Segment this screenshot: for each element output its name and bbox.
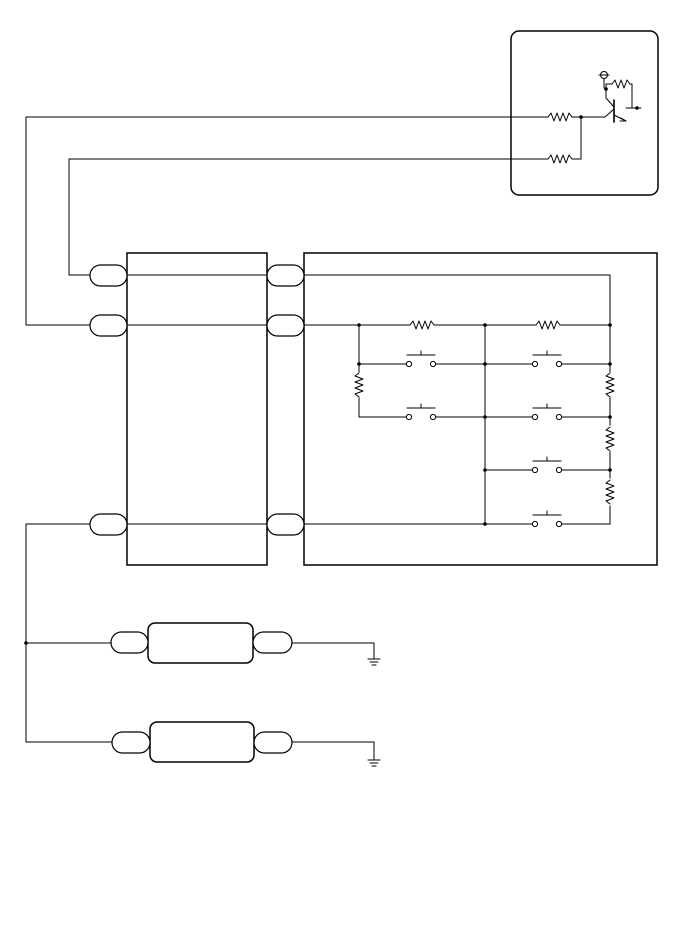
push-switch-icon [531,403,563,421]
connector-right-row-2 [266,314,305,337]
connector-inline-upper-right [252,631,293,654]
transistor-emitter-arrow [619,117,627,122]
resistor-icon [605,479,615,505]
push-switch-icon [531,510,563,528]
switch-matrix-box [303,252,658,566]
push-switch-icon [405,350,437,368]
switch-leads [396,363,572,525]
resistor-icon [409,320,435,330]
connector-left-row-3 [89,513,128,536]
push-switch-icon [405,403,437,421]
inline-module-lower [149,721,255,763]
resistor-icon [535,320,561,330]
connector-inline-upper-left [110,631,149,654]
push-switch-icon [531,350,563,368]
resistor-icon [547,154,573,164]
push-switch-icon [531,456,563,474]
interface-box [126,252,268,566]
inline-module-upper [147,622,254,664]
connector-right-row-3 [266,513,305,536]
connector-left-row-2 [89,314,128,337]
connector-inline-lower-left [111,731,151,754]
supply-terminal-icon [598,71,610,89]
resistor-icon [611,79,633,108]
ground-icon [367,649,381,666]
resistor-icon [605,372,615,398]
resistor-icon [547,112,573,122]
junction-dot [604,87,608,91]
transistor-icon [605,83,642,123]
control-module-box [510,30,659,196]
connector-right-row-1 [266,264,305,287]
junction-dot [635,106,639,110]
ground-icon [367,750,381,767]
wiring [25,108,615,752]
connector-left-row-1 [89,264,128,287]
junction-dots [24,115,612,645]
resistor-icon [354,372,364,398]
connector-inline-lower-right [253,731,293,754]
resistor-icon [605,426,615,452]
